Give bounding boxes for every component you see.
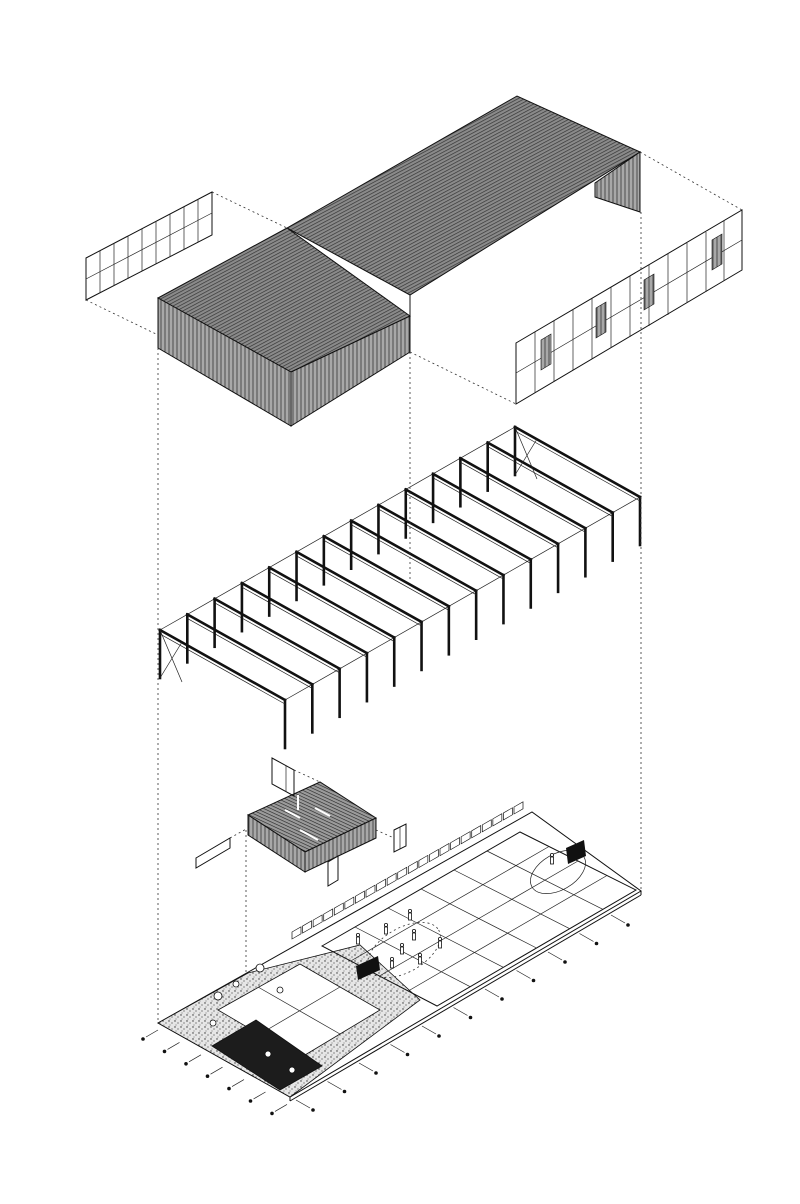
portal-frame xyxy=(212,582,368,719)
bleacher-seat xyxy=(513,801,524,815)
bleacher-seat xyxy=(291,926,302,940)
bleachers xyxy=(291,801,524,940)
player-figure xyxy=(437,937,442,949)
projection-lines xyxy=(157,212,642,1023)
bleacher-seat xyxy=(429,848,439,863)
grid-axis-dot xyxy=(162,1049,167,1054)
grid-axis-dot xyxy=(626,923,630,927)
facade-panel-right xyxy=(515,209,743,405)
bleacher-seat xyxy=(302,920,312,934)
portal-frame xyxy=(158,614,313,750)
bleacher-seat xyxy=(333,902,344,916)
player-figure xyxy=(383,923,388,935)
player-figure xyxy=(355,933,360,945)
lobby-furniture xyxy=(209,963,296,1074)
grid-axis-dot xyxy=(227,1086,231,1091)
bleacher-seat xyxy=(471,825,482,839)
goal-near xyxy=(356,956,380,980)
portal-frame xyxy=(240,567,395,703)
floor-layer xyxy=(141,801,642,1116)
grid-axis-dot xyxy=(374,1071,378,1075)
bleacher-seat xyxy=(365,884,376,898)
grid-axis-dot xyxy=(248,1099,253,1103)
grid-axis-dot xyxy=(594,941,599,946)
bleacher-seat xyxy=(355,890,365,904)
portal-frame xyxy=(267,551,422,687)
grid-axis-dot xyxy=(270,1111,274,1116)
bleacher-seat xyxy=(376,878,386,892)
bleacher-seat xyxy=(492,813,503,827)
player-figure xyxy=(411,929,416,941)
portal-frame xyxy=(431,457,586,594)
grid-axis-dot xyxy=(437,1034,441,1038)
portal-frame xyxy=(513,425,642,547)
roof-layer xyxy=(85,95,743,427)
bleacher-seat xyxy=(312,914,323,928)
portal-frame xyxy=(458,442,613,578)
portal-frame xyxy=(376,489,531,625)
bleacher-seat xyxy=(418,854,429,869)
long-roof-slope-left xyxy=(285,95,642,296)
service-block-layer xyxy=(195,757,407,887)
grid-axis-dot xyxy=(342,1089,347,1094)
bleacher-seat xyxy=(450,836,460,851)
player-figure xyxy=(399,943,404,955)
player-figure xyxy=(389,957,394,969)
grid-axis-dot xyxy=(563,960,567,964)
sports-court xyxy=(320,831,638,1007)
bleacher-seat xyxy=(460,831,471,845)
grid-axis-dot xyxy=(500,997,504,1001)
portal-frame xyxy=(185,598,340,734)
portal-frame xyxy=(294,536,450,672)
portal-frame xyxy=(322,520,477,656)
bleacher-seat xyxy=(386,872,397,886)
players xyxy=(355,853,555,969)
player-figure xyxy=(417,953,422,965)
frames-layer xyxy=(158,425,642,750)
grid-axis-dot xyxy=(405,1052,410,1057)
grid-axis-dot xyxy=(311,1108,315,1112)
bleacher-seat xyxy=(439,842,450,857)
bleacher-seat xyxy=(481,819,492,833)
bleacher-seat xyxy=(503,807,513,821)
grid-axis-dot xyxy=(205,1074,210,1078)
facade-panel-left xyxy=(85,191,213,301)
goal-far xyxy=(566,840,586,864)
portal-frame xyxy=(485,426,641,562)
player-figure xyxy=(550,853,555,865)
portal-frame xyxy=(349,504,504,640)
grid-axes xyxy=(141,914,630,1116)
player-figure xyxy=(407,909,412,921)
long-roof-gable-end xyxy=(594,151,641,213)
grid-axis-dot xyxy=(184,1062,188,1066)
grid-axis-dot xyxy=(468,1015,473,1020)
grid-axis-dot xyxy=(531,978,536,983)
bleacher-seat xyxy=(407,860,418,875)
grid-axis-dot xyxy=(141,1037,145,1041)
portal-frame xyxy=(403,473,559,609)
bleacher-seat xyxy=(344,896,355,910)
bleacher-seat xyxy=(323,908,334,922)
bleacher-seat xyxy=(397,866,408,881)
